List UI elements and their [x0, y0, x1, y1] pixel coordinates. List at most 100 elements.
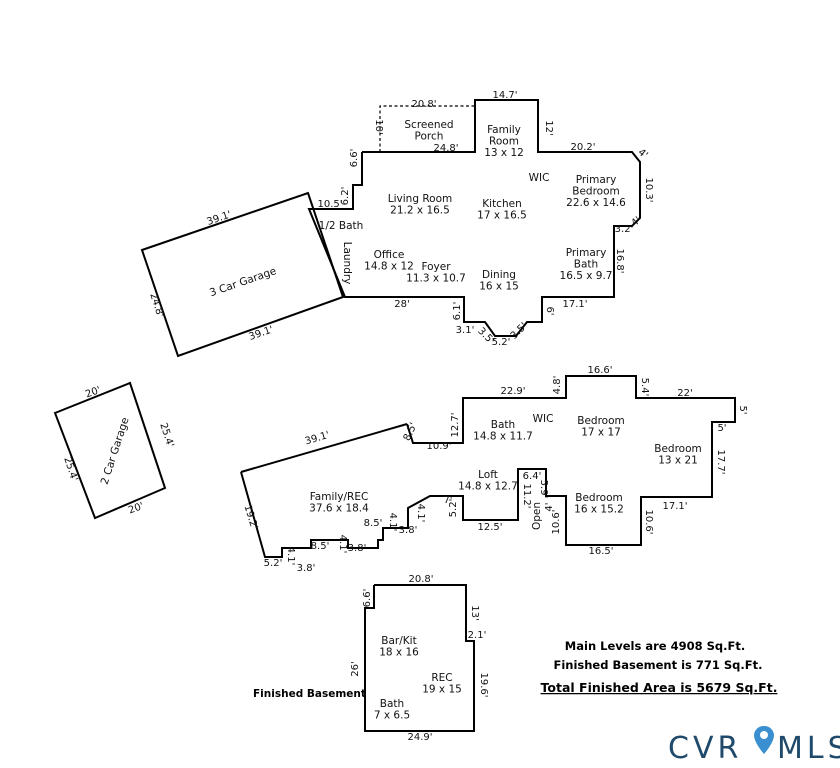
dimension-label: 3.2' — [615, 224, 634, 235]
garage-bottom-dim: 39.1' — [248, 324, 275, 343]
dimension-label: 4.1' — [415, 504, 426, 523]
dimension-label: 24.9' — [407, 732, 432, 743]
room-label-line: Bar/Kit — [381, 635, 416, 647]
dimension-label: 6.6' — [362, 589, 373, 608]
dimension-label: 5.4' — [639, 378, 650, 397]
cvrmls-logo: CVR MLS — [668, 726, 840, 766]
dimension-label: 10' — [373, 119, 384, 134]
room-label-line: 13 x 21 — [658, 455, 698, 467]
screened-porch-outline — [379, 105, 475, 152]
dimension-label: 13' — [469, 605, 480, 620]
room-label-line: Primary — [566, 247, 607, 259]
dimension-label: 3.8' — [297, 563, 316, 574]
room-label-line: Family — [487, 124, 521, 136]
room-label-line: REC — [431, 672, 452, 684]
dimension-label: 20.8' — [408, 574, 433, 585]
dimension-label: 10.6' — [643, 509, 654, 534]
dimension-label: 22.9' — [500, 386, 525, 397]
room-label-line: 16 x 15.2 — [574, 504, 624, 516]
dimension-label: 39.1' — [304, 430, 331, 447]
dimension-label: 6' — [544, 306, 555, 315]
dimension-label: 10.3' — [643, 177, 654, 202]
room-label-line: Foyer — [421, 261, 451, 273]
room-label-line: 14.8 x 11.7 — [473, 431, 533, 443]
garage2-right-dim: 25.4' — [157, 422, 175, 449]
room-label-line: Bath — [574, 259, 598, 271]
three-car-garage-outline — [140, 191, 345, 358]
upper-floor — [240, 375, 736, 558]
dimension-label: 5' — [737, 405, 748, 414]
room-label-line: Office — [374, 249, 405, 261]
dimension-label: 5.2' — [264, 558, 283, 569]
main-levels-sqft: Main Levels are 4908 Sq.Ft. — [565, 639, 745, 653]
dimension-label: 12.7' — [450, 412, 461, 437]
dimension-label: 6.1' — [452, 302, 463, 321]
dimension-label: 3.8' — [348, 543, 367, 554]
room-label-line: WIC — [529, 172, 550, 184]
dimension-label: 5.2' — [448, 499, 459, 518]
dimension-label: 10.6' — [551, 509, 562, 534]
two-car-garage-label: 2 Car Garage — [99, 416, 132, 486]
basement-outline — [364, 584, 475, 732]
finished-basement-title: Finished Basement — [253, 688, 366, 700]
dimension-label: 16.6' — [587, 365, 612, 376]
room-label-line: Room — [489, 136, 519, 148]
laundry-label: Laundry — [341, 242, 353, 285]
dimension-label: 12' — [543, 120, 554, 135]
room-label-line: Bedroom — [575, 492, 623, 504]
room-label-line: 17 x 16.5 — [477, 210, 527, 222]
room-label-line: 14.8 x 12.7 — [458, 481, 518, 493]
dimension-label: 14.7' — [492, 90, 517, 101]
room-label-line: Bedroom — [572, 186, 620, 198]
logo-text-mls: MLS — [777, 731, 840, 766]
dimension-label: 11.2' — [521, 483, 532, 508]
dimension-label: 17.1' — [662, 501, 687, 512]
dimension-label: 17.7' — [715, 449, 726, 474]
dimension-label: 6.2' — [340, 187, 351, 206]
room-label-line: Bath — [380, 698, 404, 710]
room-label-wic: WIC — [529, 172, 550, 184]
room-label-line: Primary — [576, 174, 617, 186]
dimension-label: 16.5' — [588, 546, 613, 557]
room-label-line: 14.8 x 12 — [364, 261, 414, 273]
dimension-label: 16.8' — [614, 248, 625, 273]
room-label-line: 13 x 12 — [484, 147, 524, 159]
dimension-label: 7' — [443, 495, 452, 506]
garage2-bottom-dim: 20' — [127, 501, 145, 517]
garage2-left-dim: 25.4' — [61, 456, 79, 483]
dimension-label: 22' — [677, 388, 692, 399]
open-label: Open — [531, 502, 543, 530]
room-label-line: 16.5 x 9.7 — [560, 270, 613, 282]
dimension-label: 4.1' — [387, 513, 398, 532]
room-label-line: Dining — [482, 269, 516, 281]
dimension-label: 8.5' — [311, 541, 330, 552]
garage-side-dim: 24.8' — [147, 292, 165, 319]
dimension-label: 3.8' — [399, 525, 418, 536]
garage2-top-dim: 20' — [84, 385, 102, 401]
dimension-label: 28' — [394, 299, 409, 310]
dimension-label: 4' — [544, 502, 555, 511]
dimension-label: 8.5' — [364, 518, 383, 529]
dimension-label: 19.6' — [478, 672, 489, 697]
dimension-label: 19.2' — [241, 504, 259, 531]
three-car-garage-label: 3 Car Garage — [208, 265, 278, 299]
room-label-wic: WIC — [533, 413, 554, 425]
total-finished-area: Total Finished Area is 5679 Sq.Ft. — [541, 680, 778, 695]
garage-top-dim: 39.1' — [206, 209, 233, 228]
room-label-line: Bath — [491, 419, 515, 431]
room-label-line: 17 x 17 — [581, 427, 621, 439]
room-label-line: 21.2 x 16.5 — [390, 205, 450, 217]
main-floor-outline — [307, 99, 641, 337]
logo-text-cvr: CVR — [668, 731, 742, 766]
dimension-label: 6.6' — [349, 149, 360, 168]
dimension-label: 20.2' — [570, 142, 595, 153]
